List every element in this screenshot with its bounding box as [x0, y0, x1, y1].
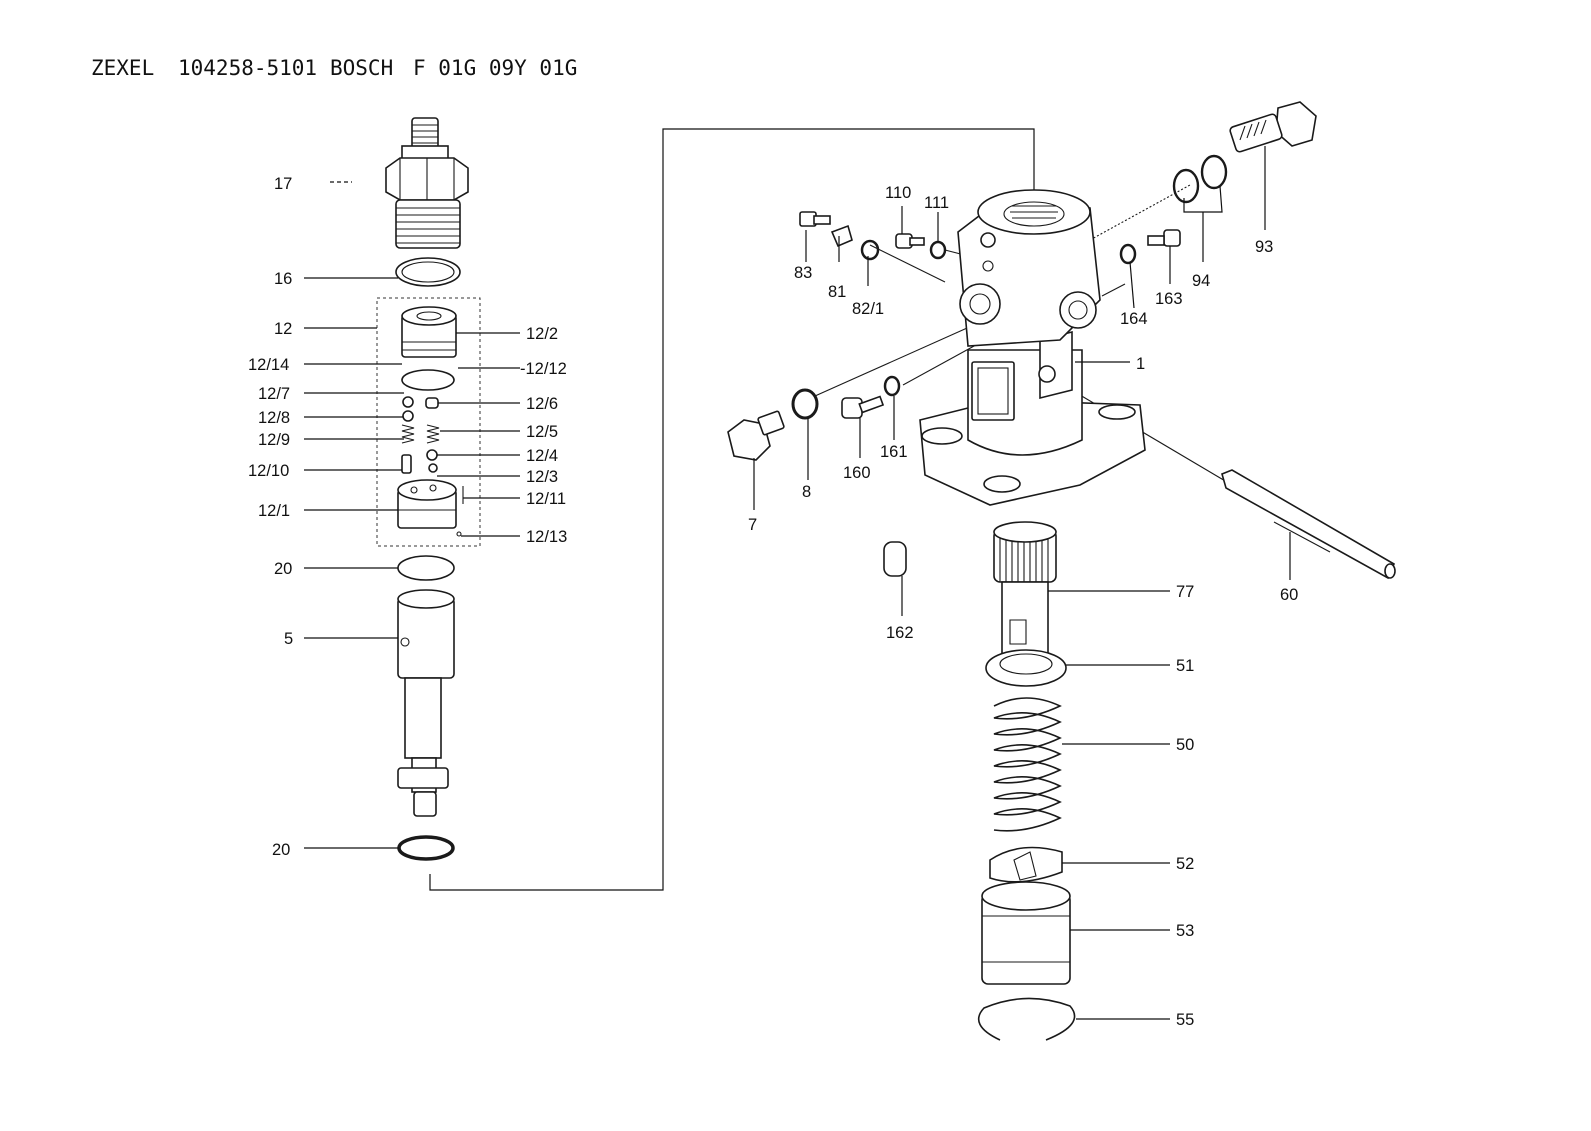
- part-163-screw: [1147, 229, 1181, 247]
- label-20-lower: 20: [272, 841, 290, 859]
- part-12-valve-assembly-group: [376, 297, 481, 547]
- label-12-12: -12/12: [520, 360, 567, 378]
- label-60: 60: [1280, 586, 1298, 604]
- header-brand-zexel: ZEXEL: [91, 56, 154, 80]
- label-163: 163: [1155, 290, 1183, 308]
- label-12-3: 12/3: [526, 468, 558, 486]
- left-leader-lines: [304, 181, 520, 849]
- part-7-plug-screw: [727, 410, 785, 461]
- part-12-9-spring: [401, 424, 415, 444]
- right-leader-lines: [753, 146, 1291, 1020]
- label-77: 77: [1176, 583, 1194, 601]
- part-50-plunger-spring: [993, 697, 1062, 832]
- part-12-2-valve-body: [401, 306, 457, 358]
- part-12-5-spring: [426, 424, 440, 444]
- label-17: 17: [274, 175, 292, 193]
- part-12-8-ball: [402, 410, 414, 422]
- label-12-10: 12/10: [248, 462, 289, 480]
- label-81: 81: [828, 283, 846, 301]
- part-93-banjo-bolt: [1229, 101, 1317, 153]
- label-12-1: 12/1: [258, 502, 290, 520]
- part-12-10-pin: [401, 454, 412, 474]
- label-160: 160: [843, 464, 871, 482]
- label-161: 161: [880, 443, 908, 461]
- label-93: 93: [1255, 238, 1273, 256]
- label-164: 164: [1120, 310, 1148, 328]
- part-55-circlip: [977, 997, 1076, 1041]
- part-12-1-valve-base: [397, 479, 457, 529]
- label-12-9: 12/9: [258, 431, 290, 449]
- part-12-3-ball: [428, 463, 438, 473]
- assembly-connector-line: [429, 128, 1035, 891]
- part-162-key: [883, 541, 907, 577]
- header-brand-bosch: BOSCH: [330, 56, 393, 80]
- part-51-upper-spring-seat: [985, 649, 1067, 687]
- part-16-seal-ring: [395, 257, 461, 287]
- label-20-upper: 20: [274, 560, 292, 578]
- part-12-13-pin: [456, 531, 462, 537]
- label-12-6: 12/6: [526, 395, 558, 413]
- label-12-5: 12/5: [526, 423, 558, 441]
- part-164-washer: [1119, 243, 1137, 265]
- part-52-lower-spring-seat: [989, 846, 1063, 883]
- label-51: 51: [1176, 657, 1194, 675]
- label-82-1: 82/1: [852, 300, 884, 318]
- label-52: 52: [1176, 855, 1194, 873]
- label-12-13: 12/13: [526, 528, 567, 546]
- label-12-7: 12/7: [258, 385, 290, 403]
- label-5: 5: [284, 630, 293, 648]
- diagram-header: ZEXEL 104258-5101 BOSCH F 01G 09Y 01G: [91, 56, 577, 80]
- part-82-1-washer: [860, 239, 880, 261]
- part-81-lock-plate: [830, 224, 853, 248]
- label-110: 110: [885, 184, 911, 202]
- part-60-control-rod: [1221, 469, 1396, 580]
- label-94: 94: [1192, 272, 1210, 290]
- part-1-pump-housing: [919, 189, 1146, 506]
- header-bosch-code: F 01G 09Y 01G: [413, 56, 577, 80]
- header-zexel-part-number: 104258-5101: [178, 56, 317, 80]
- part-20-o-ring-lower: [397, 835, 455, 861]
- label-7: 7: [748, 516, 757, 534]
- part-94-washers: [1172, 154, 1228, 204]
- label-12-14: 12/14: [248, 356, 289, 374]
- label-50: 50: [1176, 736, 1194, 754]
- part-12-6-spring-seat: [425, 397, 439, 409]
- part-53-tappet: [981, 881, 1071, 985]
- part-83-screw: [799, 211, 831, 227]
- label-162: 162: [886, 624, 914, 642]
- part-12-4-ball: [426, 449, 438, 461]
- assembly-axis-lines: [814, 184, 1233, 486]
- part-110-vent-screw: [895, 233, 925, 249]
- part-12-14-ring: [401, 369, 455, 391]
- label-111: 111: [924, 194, 949, 212]
- part-77-control-sleeve: [993, 521, 1057, 655]
- label-12: 12: [274, 320, 292, 338]
- label-12-11: 12/11: [526, 490, 566, 508]
- left-labels: 17 16 12 12/14 12/7 12/8 12/9 12/10 12/1…: [248, 175, 567, 859]
- right-labels: 83 81 82/1 110 111 164 163 94 93 1 7 8 1…: [748, 184, 1298, 1029]
- label-12-4: 12/4: [526, 447, 558, 465]
- part-161-washer: [883, 375, 901, 397]
- part-17-delivery-valve-holder: [385, 117, 469, 249]
- part-111-washer: [929, 240, 947, 260]
- part-12-7-ball: [402, 396, 414, 408]
- label-16: 16: [274, 270, 292, 288]
- label-83: 83: [794, 264, 812, 282]
- part-5-plunger-and-barrel: [397, 589, 455, 817]
- part-160-screw: [841, 395, 885, 419]
- part-20-o-ring-upper: [397, 555, 455, 581]
- part-8-washer: [791, 388, 819, 420]
- label-53: 53: [1176, 922, 1194, 940]
- label-12-2: 12/2: [526, 325, 558, 343]
- label-8: 8: [802, 483, 811, 501]
- label-1: 1: [1136, 355, 1145, 373]
- label-12-8: 12/8: [258, 409, 290, 427]
- label-55: 55: [1176, 1011, 1194, 1029]
